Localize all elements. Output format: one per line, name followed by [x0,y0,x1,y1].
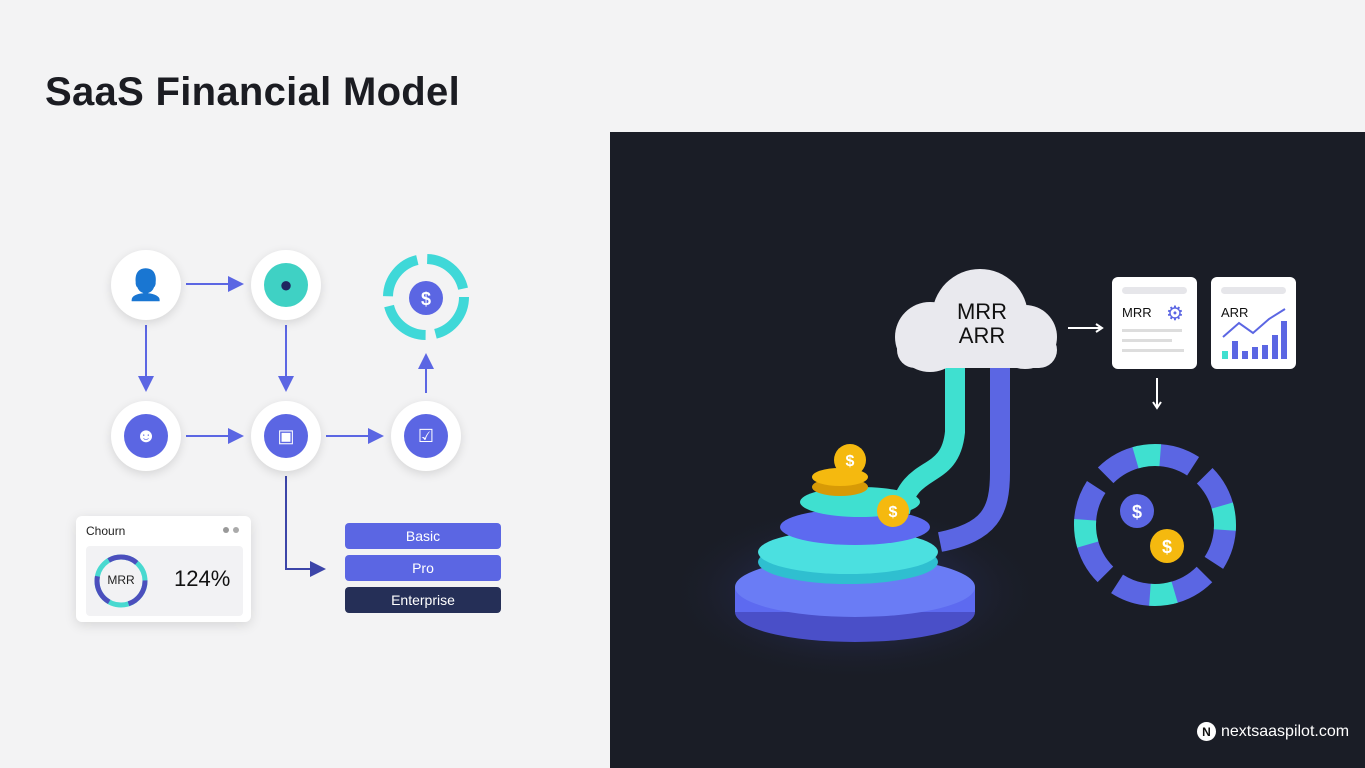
gear-icon: ⚙ [1166,303,1184,325]
user-node: 👤 [111,250,181,320]
plan-enterprise[interactable]: Enterprise [345,587,501,613]
brand-logo: N [1197,722,1216,741]
illustration-panel: $ $ $$ MRR ARR [610,132,1365,768]
customer-node: ● [251,250,321,320]
plan-basic[interactable]: Basic [345,523,501,549]
brand-name: nextsaaspilot.com [1221,722,1350,740]
team-icon: ▣ [277,425,295,446]
dollar-coin-icon: $$ [1120,494,1184,563]
flow-arrows: $ [138,254,469,577]
svg-text:$: $ [1132,502,1142,522]
dollar-cycle-icon: $ [383,254,469,340]
plan-label: Basic [405,528,441,544]
plan-label: Enterprise [391,592,455,608]
plan-label: Pro [412,560,434,576]
page-title: SaaS Financial Model [45,70,461,114]
coin-icon: $ $ [812,444,909,527]
cloud [895,269,1057,372]
arr-doc: ARR [1211,277,1296,369]
chart-icon [1222,308,1287,359]
dot-icon [223,527,229,533]
group-node: ☻ [111,401,181,471]
churn-card: Chourn MRR 124% [76,516,251,622]
cloud-label-arr: ARR [958,323,1006,348]
plan-pro[interactable]: Pro [345,555,501,581]
churn-value: 124% [174,566,231,591]
dot-icon [233,527,239,533]
cycle-arrows [1074,444,1236,606]
svg-text:$: $ [1162,537,1172,557]
checkbox-icon: ☑ [417,425,435,446]
doc-label: MRR [1122,305,1152,320]
team-node: ▣ [251,401,321,471]
mrr-ring [94,554,148,608]
svg-text:$: $ [846,453,855,470]
ring-label: MRR [107,573,135,587]
user-icon: ● [279,272,293,297]
svg-text:$: $ [421,289,431,309]
revenue-illustration: $ $ $$ [665,269,1236,682]
svg-text:$: $ [889,504,898,521]
doc-label: ARR [1221,305,1249,320]
group-icon: ☻ [135,424,157,447]
revenue-node: ☑ [391,401,461,471]
user-icon: 👤 [127,268,165,302]
card-title: Chourn [86,524,126,538]
mrr-doc: MRR ⚙ [1112,277,1197,369]
cloud-label-mrr: MRR [956,299,1008,324]
